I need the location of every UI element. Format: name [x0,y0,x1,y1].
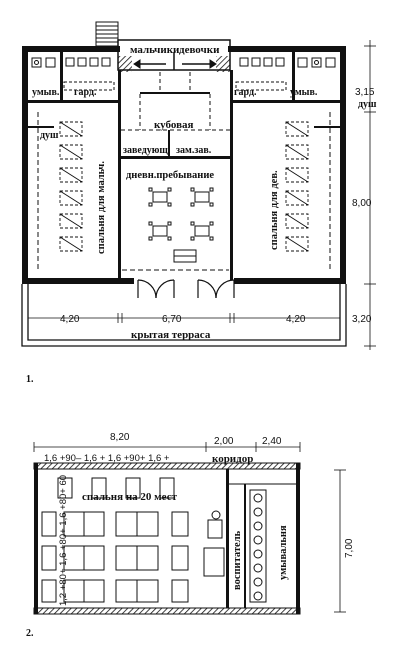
plan2-dimension-lines [33,442,346,613]
room-tutor: воспитатель [232,530,243,590]
dim-8-20: 8,20 [110,432,130,443]
room-girls: девочки [179,44,220,56]
plan2-walls [33,462,301,615]
room-shower-left: душ [40,130,59,141]
washroom-sinks [249,489,267,603]
room-bedroom-girls: спальня для дев. [269,170,280,250]
dim-2-00: 2,00 [214,436,234,447]
entrance-stairs [95,21,119,47]
dim-vertical-chain: 1,2 +80+ 1,6 +80+ 1,6 +80+ 60 [58,475,69,606]
room-kitchen: кубовая [154,119,194,131]
wash-fixtures [31,57,336,91]
outer-walls [22,46,346,284]
day-room-tables [148,187,214,263]
internal-walls [28,52,340,280]
plan-2: 8,20 2,00 2,40 1,6 +90– 1,6 + 1,6 +90+ 1… [26,432,355,639]
room-boys: мальчики [130,44,180,56]
room-corridor: коридор [212,453,253,465]
figure-number-2: 2. [26,628,34,639]
room-terrace: крытая терраса [131,329,211,341]
dim-4-20-left: 4,20 [60,314,80,325]
room-washroom: умывальня [278,525,289,580]
room-deputy: зам.зав. [176,145,212,156]
room-wardrobe-right: гард. [234,87,257,98]
room-wardrobe-left: гард. [74,87,97,98]
room-shower-right: душ [358,99,377,110]
terrace-outline [21,284,347,347]
room-head: заведующ. [123,145,171,156]
kitchen-partitions [121,72,230,131]
plan1-dimension-lines [28,40,376,350]
room-bedroom-20: спальня на 20 мест [82,491,178,503]
figure-number-1: 1. [26,374,34,385]
dim-6-70: 6,70 [162,314,182,325]
dim-2-40: 2,40 [262,436,282,447]
beds-boys [59,121,83,252]
room-day-room: дневн.пребывание [126,170,214,181]
beds-girls [285,121,309,252]
beds-plan2 [41,477,189,603]
terrace-doors [137,279,235,299]
dim-8-00: 8,00 [352,198,372,209]
plan-1: мальчики девочки умыв. гард. гард. умыв.… [21,21,377,385]
dim-row-chain: 1,6 +90– 1,6 + 1,6 +90+ 1,6 + [44,453,170,464]
room-wash-right: умыв. [290,87,318,98]
entrance-vestibule [117,39,231,72]
room-wash-left: умыв. [32,87,60,98]
bedroom-windows [37,112,331,271]
dim-3-15: 3,15 [355,87,375,98]
dim-4-20-right: 4,20 [286,314,306,325]
room-bedroom-boys: спальня для мальч. [96,161,107,254]
dim-3-20: 3,20 [352,314,372,325]
tutor-furniture [203,510,225,577]
dim-7-00: 7,00 [344,538,355,558]
